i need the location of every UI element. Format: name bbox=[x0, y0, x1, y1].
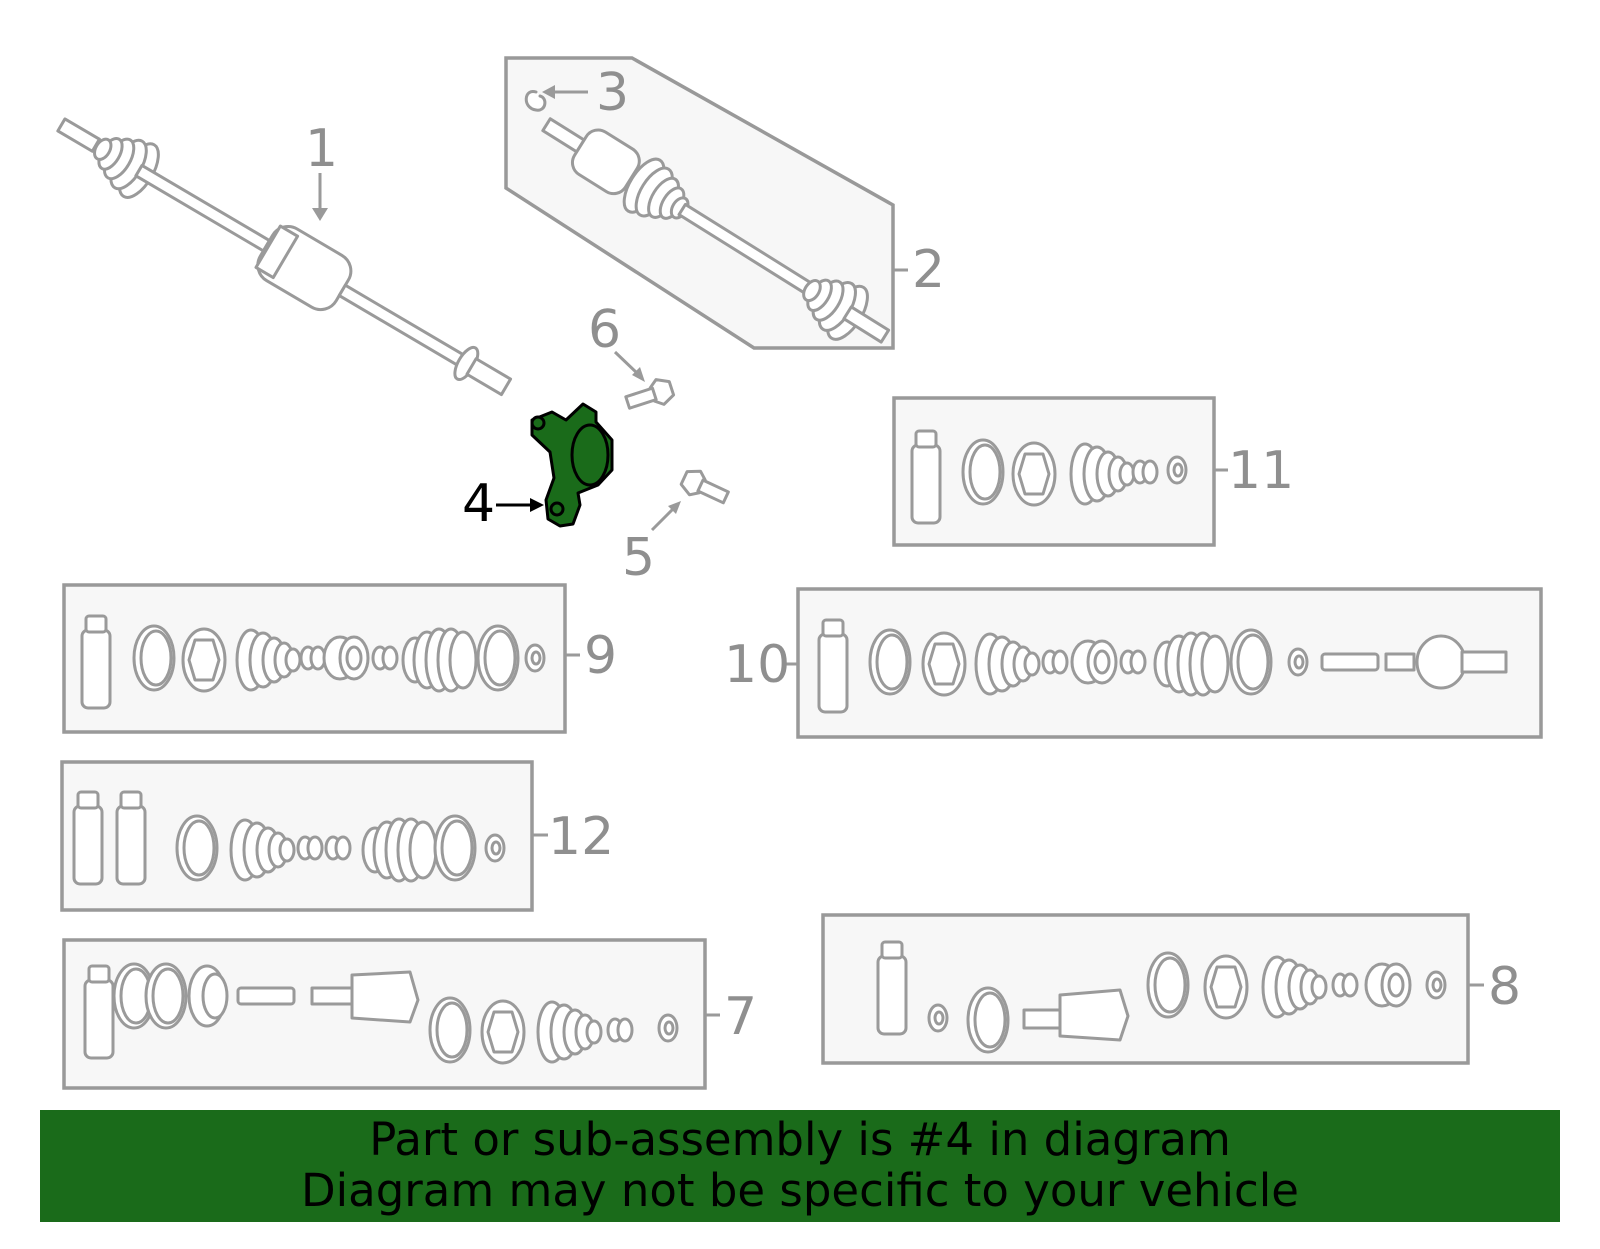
callout-8: 8 bbox=[1488, 957, 1521, 1017]
kit-contents-10 bbox=[817, 618, 1508, 714]
callout-6: 6 bbox=[588, 300, 621, 360]
callout-9: 9 bbox=[584, 626, 617, 686]
arrowhead-4 bbox=[530, 498, 544, 512]
callout-1: 1 bbox=[305, 119, 338, 179]
callout-5: 5 bbox=[622, 528, 655, 588]
kit-contents-7 bbox=[83, 962, 679, 1065]
axle-shaft-assembly-2 bbox=[524, 90, 891, 348]
arrowhead-3 bbox=[542, 85, 555, 99]
callout-3: 3 bbox=[596, 63, 629, 123]
callout-4: 4 bbox=[462, 474, 495, 534]
callout-2: 2 bbox=[912, 240, 945, 300]
bearing-bracket-highlighted-4 bbox=[530, 402, 614, 528]
arrowhead-6 bbox=[632, 367, 645, 382]
bolt-6 bbox=[622, 374, 677, 417]
kit-contents-8 bbox=[876, 940, 1447, 1054]
callout-11: 11 bbox=[1228, 441, 1294, 501]
info-banner: Part or sub-assembly is #4 in diagram Di… bbox=[40, 1110, 1560, 1222]
group-box-8 bbox=[821, 913, 1470, 1065]
arrowhead-1 bbox=[312, 208, 328, 221]
callout-12: 12 bbox=[548, 807, 614, 867]
arrowhead-5 bbox=[668, 501, 681, 514]
leader-line-5 bbox=[650, 507, 675, 532]
callout-7: 7 bbox=[724, 987, 757, 1047]
leader-line-6 bbox=[613, 350, 639, 375]
banner-line-2: Diagram may not be specific to your vehi… bbox=[301, 1164, 1299, 1217]
axle-shaft-assembly-1 bbox=[56, 117, 513, 397]
bolt-5 bbox=[677, 464, 733, 511]
callout-10: 10 bbox=[724, 635, 790, 695]
banner-line-1: Part or sub-assembly is #4 in diagram bbox=[369, 1113, 1231, 1166]
